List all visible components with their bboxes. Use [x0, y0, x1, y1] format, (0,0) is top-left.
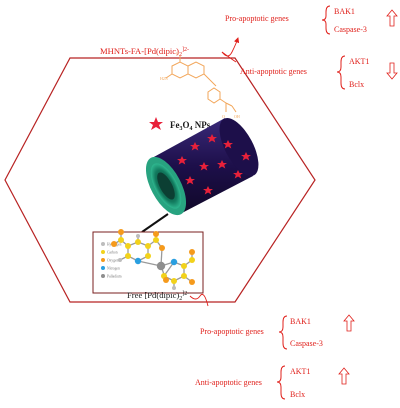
- particle-star: [241, 152, 251, 161]
- mhnts-connector-line-2: [221, 51, 237, 63]
- fe3o4-label: Fe3O4 NPs: [170, 120, 211, 132]
- cell-hexagon: [4, 57, 316, 303]
- up-arrow-icon: [343, 314, 355, 332]
- curly-brace: [321, 5, 331, 35]
- curly-brace: [276, 365, 286, 400]
- mhnts-fa-label: MHNTs-FA-[Pd(dipic)2]2-: [100, 46, 189, 58]
- pd-dipic-complex: [111, 229, 195, 290]
- svg-text:O: O: [176, 51, 179, 56]
- fe3o4-star-icon: [149, 117, 163, 130]
- particle-star: [177, 156, 187, 165]
- category-label: Pro-apoptotic genes: [200, 327, 264, 336]
- gene-label: AKT1: [290, 367, 310, 376]
- category-label: Anti-apoptotic genes: [240, 67, 307, 76]
- legend-carbon: Carbon: [107, 250, 118, 254]
- particle-star: [190, 142, 200, 151]
- gene-group-bottom-pro: Pro-apoptotic genes BAK1 Caspase-3: [200, 314, 355, 350]
- particle-star: [185, 176, 195, 185]
- gene-label: BAK1: [290, 317, 311, 326]
- folic-acid-molecule: [165, 56, 237, 113]
- up-arrow-icon: [386, 9, 398, 27]
- category-label: Pro-apoptotic genes: [225, 14, 289, 23]
- particle-star: [207, 134, 217, 143]
- svg-text:O: O: [222, 114, 225, 119]
- particle-star: [233, 170, 243, 179]
- gene-group-bottom-anti: Anti-apoptotic genes AKT1 Bclx: [195, 365, 350, 400]
- tube-to-complex-line: [141, 213, 169, 233]
- up-arrow-icon: [338, 367, 350, 385]
- complex-box: [92, 231, 204, 294]
- fe3o4-particles: [177, 134, 251, 195]
- gene-label: AKT1: [349, 57, 369, 66]
- down-arrow-icon: [386, 62, 398, 80]
- particle-star: [217, 160, 227, 169]
- gene-group-top-pro: Pro-apoptotic genes BAK1 Caspase-3: [225, 5, 398, 35]
- gene-label: Bclx: [290, 390, 305, 399]
- legend-oxygen: Oxygen: [107, 258, 119, 262]
- gene-label: BAK1: [334, 7, 355, 16]
- gene-label: Caspase-3: [334, 25, 367, 34]
- svg-text:H2N: H2N: [160, 76, 168, 81]
- particle-star: [223, 140, 233, 149]
- gene-group-top-anti: Anti-apoptotic genes AKT1 Bclx: [240, 55, 398, 90]
- free-pd-label: Free [Pd(dipic)2]2-: [127, 290, 189, 302]
- curly-brace: [278, 315, 288, 350]
- curly-brace: [336, 55, 346, 90]
- legend-palladium: Palladium: [107, 274, 122, 278]
- free-pd-connector-line: [189, 293, 209, 307]
- gene-label: Caspase-3: [290, 339, 323, 348]
- particle-star: [199, 162, 209, 171]
- category-label: Anti-apoptotic genes: [195, 378, 262, 387]
- mhnts-connector-line: [221, 37, 240, 57]
- folic-acid-atom-labels: O H2N OH O: [160, 51, 240, 119]
- svg-text:OH: OH: [234, 114, 240, 119]
- gene-label: Bclx: [349, 80, 364, 89]
- particle-star: [203, 186, 213, 195]
- legend-nitrogen: Nitrogen: [107, 266, 120, 270]
